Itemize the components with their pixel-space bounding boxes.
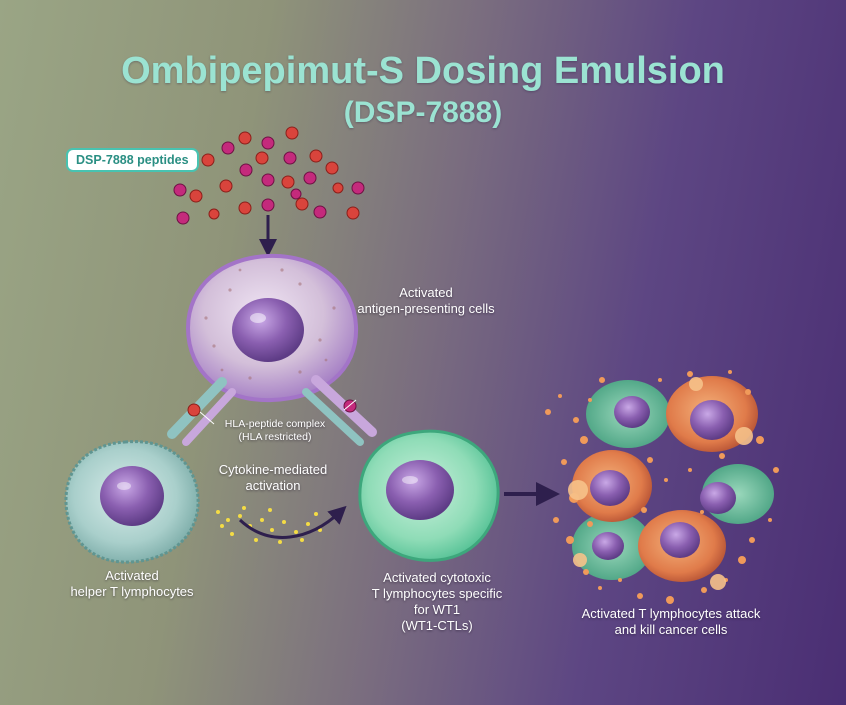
- label-apc: Activated antigen-presenting cells: [357, 285, 495, 316]
- arrow-cytokine-activation: [238, 505, 347, 539]
- label-helper-t: Activated helper T lymphocytes: [70, 568, 194, 599]
- label-cytokine: Cytokine-mediated activation: [218, 462, 328, 493]
- hla-receptor-left: [167, 377, 236, 446]
- peptides-badge: DSP-7888 peptides: [66, 148, 199, 172]
- cytokine-dots: [216, 506, 322, 544]
- page-subtitle: (DSP-7888): [343, 96, 503, 129]
- antigen-presenting-cell: [185, 253, 359, 403]
- page-title: Ombipepimut-S Dosing Emulsion: [121, 50, 725, 92]
- helper-t-cell: [64, 440, 200, 564]
- label-ctl: Activated cytotoxic T lymphocytes specif…: [371, 570, 503, 633]
- hla-receptor-right: [302, 375, 377, 446]
- peptide-cluster: [173, 126, 365, 225]
- label-hla-complex: HLA-peptide complex (HLA restricted): [224, 418, 326, 443]
- cytotoxic-t-cell: [358, 429, 500, 562]
- label-attack: Activated T lymphocytes attack and kill …: [581, 606, 761, 637]
- cancer-cell-cluster: [545, 370, 779, 604]
